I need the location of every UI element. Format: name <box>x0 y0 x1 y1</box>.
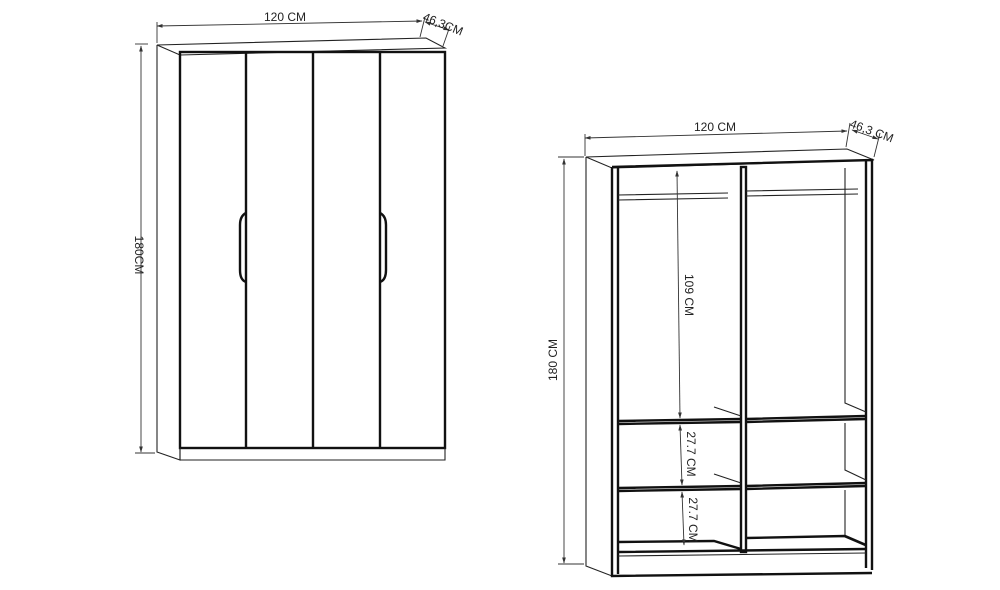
hanging-rail-right <box>745 188 859 197</box>
extension-line <box>845 122 851 148</box>
top-surface <box>156 37 448 56</box>
back-right-panel <box>844 168 867 547</box>
extension-line <box>873 132 881 158</box>
hanging-space-label: 109 CM <box>682 274 696 316</box>
shelf-2 <box>617 481 867 493</box>
width-label: 120 CM <box>264 10 306 24</box>
side-panel <box>585 157 613 577</box>
shelf-gap-label-2: 27.7 CM <box>686 497 700 542</box>
shelf-1 <box>617 414 867 426</box>
extension-line <box>419 16 426 38</box>
front-frame <box>610 158 874 578</box>
shelf-gap-dimension-line-2 <box>680 491 686 546</box>
plinth-line <box>617 552 867 557</box>
hanging-space-dimension-line <box>675 170 682 419</box>
width-label: 120 CM <box>694 120 736 134</box>
side-panel <box>156 45 181 461</box>
height-label: 180CM <box>132 236 146 275</box>
door-handle-left <box>238 211 247 284</box>
open-wardrobe: 120 CM 46,3 CM 180 CM 109 CM 27.7 CM 27.… <box>546 117 895 578</box>
depth-label: 46,3 CM <box>848 117 895 146</box>
center-divider <box>739 165 748 554</box>
width-dimension-line <box>156 19 423 28</box>
height-label: 180 CM <box>546 339 560 381</box>
shelf-edge <box>713 406 742 417</box>
door-handle-right <box>379 211 388 284</box>
depth-dimension-line <box>424 21 450 31</box>
shelf-edge <box>713 473 742 484</box>
width-dimension-line <box>584 129 848 140</box>
shelf-gap-label-1: 27.7 CM <box>684 431 698 476</box>
hanging-rail-left <box>617 192 729 201</box>
plinth <box>179 448 446 461</box>
depth-label: 46,3CM <box>421 10 465 39</box>
front-face <box>178 50 447 450</box>
shelf-gap-dimension-line-1 <box>678 424 684 486</box>
closed-wardrobe: 120 CM 46,3CM 180CM <box>132 10 465 461</box>
bottom-shelf <box>617 534 867 554</box>
depth-dimension-line <box>851 129 879 140</box>
top-surface <box>585 148 875 169</box>
